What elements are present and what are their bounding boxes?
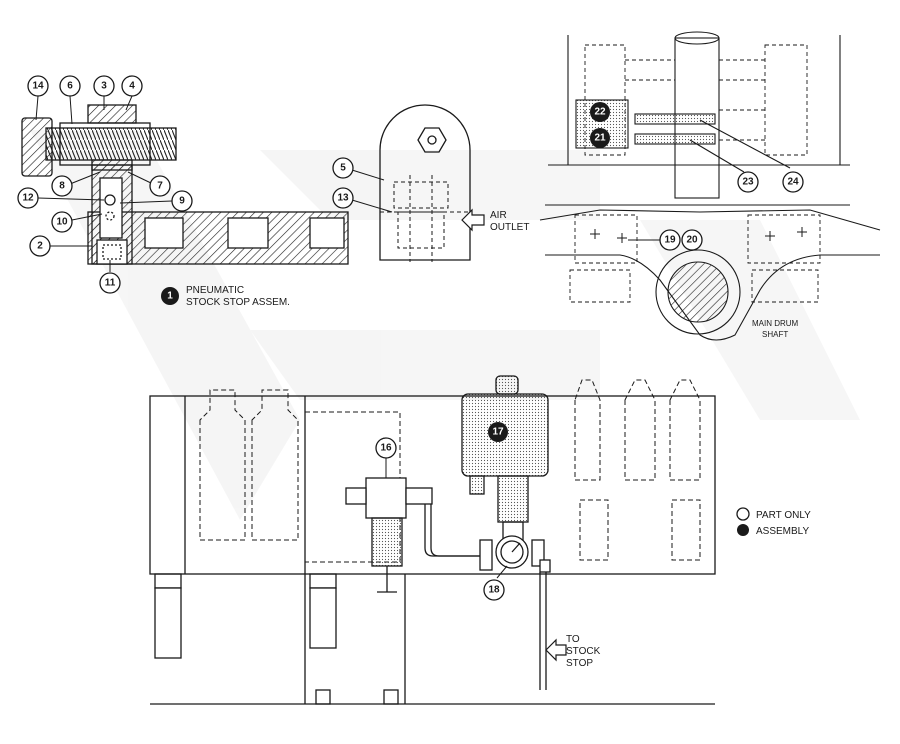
legend: PART ONLY ASSEMBLY: [736, 507, 811, 537]
svg-text:14: 14: [32, 81, 44, 92]
callout-20: 20: [681, 229, 703, 251]
svg-text:13: 13: [337, 193, 349, 204]
air-outlet-line2: OUTLET: [490, 222, 529, 233]
callout-19: 19: [659, 229, 681, 251]
svg-text:6: 6: [67, 81, 73, 92]
stock-stop-line2: STOCK: [566, 646, 601, 657]
callout-leaders-top-left: [35, 95, 173, 272]
legend-part-only-label: PART ONLY: [756, 510, 811, 521]
callout-5: 5: [332, 157, 354, 179]
end-view: [379, 104, 471, 262]
callout-9: 9: [171, 190, 193, 212]
legend-assembly: ASSEMBLY: [737, 524, 809, 537]
air-outlet-line1: AIR: [490, 210, 507, 221]
stock-stop-line1: TO: [566, 634, 580, 645]
svg-text:9: 9: [179, 196, 185, 207]
legend-part-only: PART ONLY: [736, 507, 811, 521]
shaft-label-line1: MAIN DRUM: [752, 319, 799, 328]
svg-text:4: 4: [129, 81, 135, 92]
callout-24: 24: [782, 171, 804, 193]
callout-11: 11: [99, 272, 121, 294]
callout-8: 8: [51, 175, 73, 197]
svg-text:10: 10: [56, 217, 68, 228]
callout-6: 6: [59, 75, 81, 97]
legend-assembly-label: ASSEMBLY: [756, 526, 809, 537]
air-outlet-arrow: [461, 208, 485, 232]
stock-stop-arrow: [545, 638, 567, 662]
callout-13: 13: [332, 187, 354, 209]
svg-text:5: 5: [340, 163, 346, 174]
callout-23: 23: [737, 171, 759, 193]
svg-text:12: 12: [22, 193, 34, 204]
callout-16: 16: [375, 437, 397, 459]
callout-21: 21: [590, 128, 610, 148]
svg-text:24: 24: [787, 177, 799, 188]
svg-text:18: 18: [488, 585, 500, 596]
svg-text:8: 8: [59, 181, 65, 192]
svg-text:23: 23: [742, 177, 754, 188]
callout-leaders-bottom: [385, 458, 508, 579]
callout-4: 4: [121, 75, 143, 97]
svg-text:20: 20: [686, 235, 698, 246]
callout-22: 22: [590, 102, 610, 122]
stock-stop-section-view: [21, 104, 349, 265]
svg-text:16: 16: [380, 443, 392, 454]
main-assembly-view: [149, 375, 716, 705]
assembly-title: 1 PNEUMATIC STOCK STOP ASSEM.: [161, 285, 290, 308]
svg-text:11: 11: [105, 278, 116, 289]
callout-10: 10: [51, 211, 73, 233]
callout-18: 18: [483, 579, 505, 601]
assembly-title-line2: STOCK STOP ASSEM.: [186, 297, 290, 308]
callout-17: 17: [488, 422, 508, 442]
callout-7: 7: [149, 175, 171, 197]
svg-text:17: 17: [492, 427, 504, 438]
svg-text:19: 19: [664, 235, 676, 246]
svg-text:21: 21: [594, 133, 606, 144]
assembly-title-line1: PNEUMATIC: [186, 285, 244, 296]
stock-stop-line3: STOP: [566, 658, 593, 669]
callout-3: 3: [93, 75, 115, 97]
callout-leaders-end-view: [351, 169, 393, 213]
svg-text:2: 2: [37, 241, 43, 252]
svg-text:1: 1: [167, 291, 173, 302]
svg-text:3: 3: [101, 81, 107, 92]
callout-14: 14: [27, 75, 49, 97]
svg-text:22: 22: [594, 107, 606, 118]
drum-shaft-view: [539, 209, 881, 341]
svg-text:7: 7: [157, 181, 163, 192]
shaft-label-line2: SHAFT: [762, 330, 788, 339]
callout-12: 12: [17, 187, 39, 209]
callout-2: 2: [29, 235, 51, 257]
